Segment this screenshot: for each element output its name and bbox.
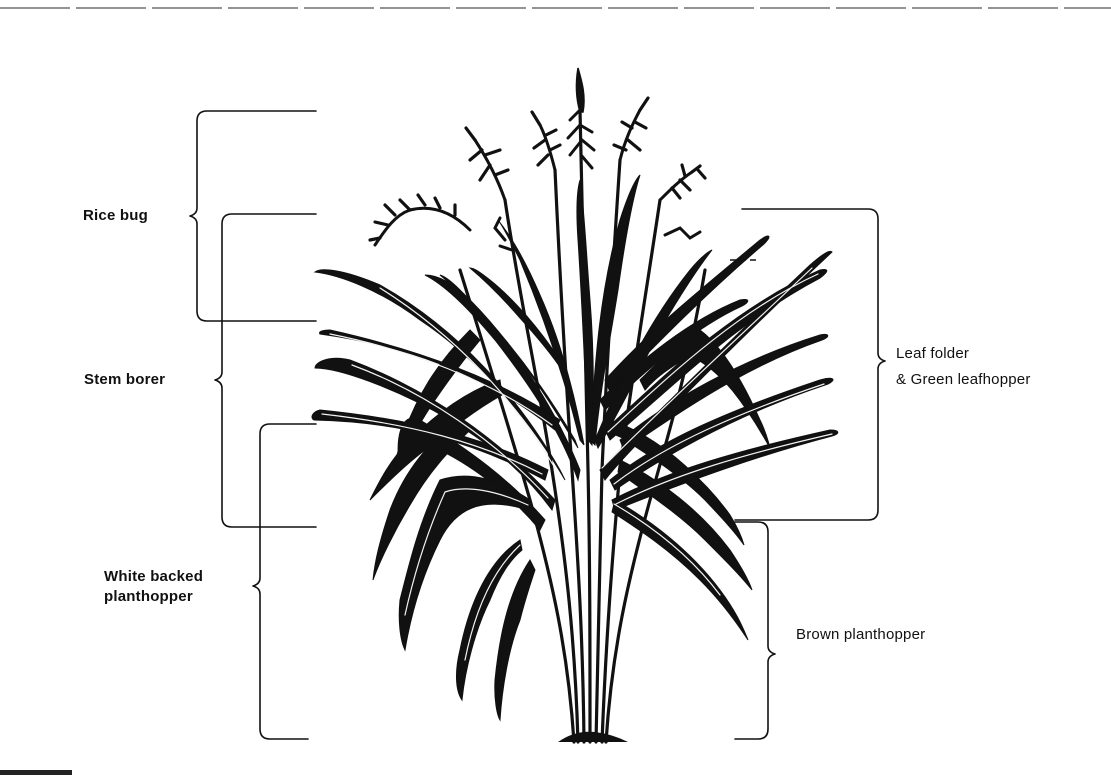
stem-borer-bracket: [215, 214, 316, 527]
white-backed-label-line2: planthopper: [104, 587, 193, 607]
leaf-folder-label-line1: Leaf folder: [896, 344, 969, 364]
brown-planthopper-label: Brown planthopper: [796, 625, 925, 645]
rice-bug-bracket: [190, 111, 316, 321]
rice-bug-label: Rice bug: [83, 206, 148, 226]
stem-borer-label: Stem borer: [84, 370, 165, 390]
scan-artifact: [0, 770, 72, 775]
brown-planthopper-bracket: [735, 522, 775, 739]
white-backed-bracket: [253, 424, 316, 739]
leaf-folder-label-line2: & Green leafhopper: [896, 370, 1031, 390]
rice-plant-illustration: [312, 68, 838, 742]
white-backed-label-line1: White backed: [104, 567, 203, 587]
